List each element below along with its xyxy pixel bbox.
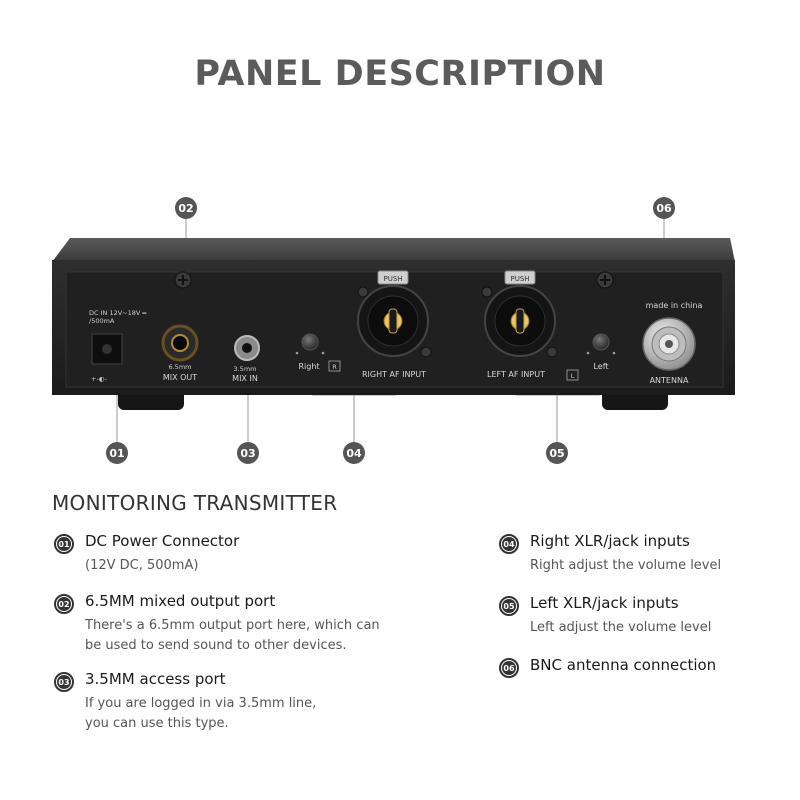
item-description: (12V DC, 500mA): [85, 558, 199, 573]
mix-out-label: MIX OUT: [163, 373, 197, 382]
item-description: Left adjust the volume level: [530, 620, 712, 635]
item-title: 6.5MM mixed output port: [85, 592, 276, 610]
item-number-badge: 01: [54, 534, 74, 554]
item-title: BNC antenna connection: [530, 656, 717, 674]
l-badge: L: [571, 372, 575, 380]
right-af-input-label: RIGHT AF INPUT: [362, 370, 426, 379]
item-number-badge: 03: [54, 672, 74, 692]
callout-badge-03: 03: [237, 442, 259, 464]
polarity-symbol: +-◐-: [91, 375, 107, 383]
item-description: Right adjust the volume level: [530, 558, 722, 573]
dc-ma-label: /500mA: [89, 317, 115, 325]
made-in-label: made in china: [646, 301, 703, 310]
page-title: PANEL DESCRIPTION: [194, 54, 606, 94]
right-volume-knob[interactable]: [301, 333, 319, 351]
r-badge: R: [332, 363, 337, 371]
item-title: Right XLR/jack inputs: [530, 532, 690, 550]
item-title: 3.5MM access port: [85, 670, 226, 688]
device-rear-panel: DC IN 12V~18V ═ /500mA +-◐- 6.5mm MIX OU…: [52, 197, 735, 464]
callout-badge-05: 05: [546, 442, 568, 464]
right-label: Right: [298, 362, 319, 371]
callout-badge-06: 06: [653, 197, 675, 219]
item-number-badge: 04: [499, 534, 519, 554]
mix-in-label: MIX IN: [232, 374, 258, 383]
svg-text:06: 06: [656, 202, 672, 215]
push-label-right: PUSH: [383, 275, 402, 283]
left-af-input-label: LEFT AF INPUT: [487, 370, 545, 379]
chassis-top: [52, 238, 735, 262]
section-title: MONITORING TRANSMITTER: [52, 491, 338, 515]
antenna-label: ANTENNA: [650, 376, 689, 385]
left-volume-knob[interactable]: [592, 333, 610, 351]
callout-badge-04: 04: [343, 442, 365, 464]
item-title: DC Power Connector: [85, 532, 240, 550]
callout-badge-02: 02: [175, 197, 197, 219]
item-number-badge: 05: [499, 596, 519, 616]
dc-in-label: DC IN 12V~18V ═: [89, 309, 146, 317]
push-label-left: PUSH: [510, 275, 529, 283]
callout-badge-01: 01: [106, 442, 128, 464]
item-number-badge: 06: [499, 658, 519, 678]
item-description: There's a 6.5mm output port here, which …: [85, 618, 380, 653]
svg-text:01: 01: [109, 447, 124, 460]
svg-text:02: 02: [178, 202, 193, 215]
left-label: Left: [593, 362, 608, 371]
item-number-badge: 02: [54, 594, 74, 614]
item-description: If you are logged in via 3.5mm line,you …: [85, 696, 317, 731]
svg-text:04: 04: [346, 447, 362, 460]
svg-text:03: 03: [240, 447, 255, 460]
mix-in-size: 3.5mm: [233, 365, 256, 373]
item-title: Left XLR/jack inputs: [530, 594, 679, 612]
svg-text:05: 05: [549, 447, 564, 460]
screw-icon: [174, 271, 614, 289]
mix-out-size: 6.5mm: [168, 363, 191, 371]
